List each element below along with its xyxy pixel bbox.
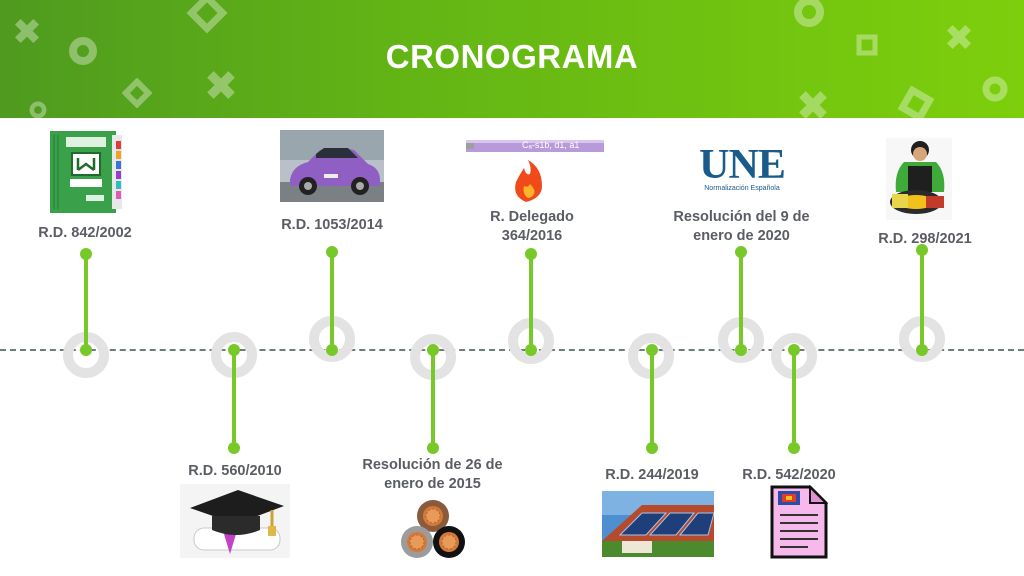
graduation-cap-icon bbox=[180, 484, 290, 558]
cable-fire-icon bbox=[466, 140, 604, 202]
event-label-resolucion-2015: Resolución de 26 de enero de 2015 bbox=[362, 457, 503, 492]
une-tagline: Normalización Española bbox=[704, 185, 780, 192]
square-icon bbox=[186, 0, 228, 34]
event-label-resolucion-2020: Resolución del 9 de enero de 2020 bbox=[673, 209, 810, 244]
electric-car-image bbox=[280, 130, 384, 202]
timeline-stem bbox=[84, 254, 88, 350]
timeline-dot bbox=[735, 246, 747, 258]
timeline-dot bbox=[228, 442, 240, 454]
cross-icon bbox=[207, 71, 235, 99]
cross-icon bbox=[946, 24, 972, 50]
ring-icon bbox=[982, 76, 1008, 102]
timeline-dot bbox=[326, 246, 338, 258]
timeline-dot bbox=[427, 442, 439, 454]
header-banner: CRONOGRAMA bbox=[0, 0, 1024, 118]
document-icon bbox=[770, 485, 828, 559]
square-icon bbox=[856, 34, 878, 56]
event-label-rd-542-2020: R.D. 542/2020 bbox=[742, 467, 836, 483]
timeline-dot bbox=[646, 344, 658, 356]
timeline-stem bbox=[330, 252, 334, 350]
timeline-stem bbox=[650, 350, 654, 448]
timeline-dot bbox=[916, 244, 928, 256]
timeline-dot bbox=[788, 442, 800, 454]
timeline-dot bbox=[427, 344, 439, 356]
mechanic-icon bbox=[886, 138, 952, 220]
svg-text:UNE: UNE bbox=[699, 142, 785, 188]
timeline-dot bbox=[735, 344, 747, 356]
timeline-stem bbox=[792, 350, 796, 448]
event-label-rd-244-2019: R.D. 244/2019 bbox=[605, 467, 699, 483]
timeline-stem bbox=[739, 252, 743, 350]
timeline-dot bbox=[80, 344, 92, 356]
cross-icon bbox=[29, 101, 47, 118]
timeline-stem bbox=[431, 350, 435, 448]
timeline-dot bbox=[525, 248, 537, 260]
event-label-rd-842-2002: R.D. 842/2002 bbox=[38, 225, 132, 241]
page-title: CRONOGRAMA bbox=[385, 38, 639, 75]
cable-class-text: Cₐ-s1b, d1, a1 bbox=[522, 140, 580, 150]
timeline-dot bbox=[228, 344, 240, 356]
une-logo: UNE bbox=[699, 142, 786, 188]
diamond-icon bbox=[897, 85, 935, 118]
diamond-icon bbox=[122, 78, 152, 108]
rebt-book-icon bbox=[50, 131, 122, 213]
event-label-rd-298-2021: R.D. 298/2021 bbox=[878, 231, 972, 247]
timeline-stem bbox=[529, 254, 533, 350]
event-label-rd-1053-2014: R.D. 1053/2014 bbox=[281, 217, 383, 233]
timeline-dot bbox=[646, 442, 658, 454]
timeline-dot bbox=[326, 344, 338, 356]
ring-icon bbox=[69, 37, 97, 65]
timeline-dot bbox=[788, 344, 800, 356]
timeline-stem bbox=[920, 250, 924, 350]
timeline-dot bbox=[525, 344, 537, 356]
event-label-r-delegado-364-2016: R. Delegado 364/2016 bbox=[490, 209, 574, 244]
cross-icon bbox=[799, 91, 827, 118]
solar-panels-image bbox=[602, 491, 714, 557]
timeline-stem bbox=[232, 350, 236, 448]
timeline-dot bbox=[80, 248, 92, 260]
cable-cross-section-icon bbox=[401, 500, 465, 558]
ring-icon bbox=[794, 0, 824, 27]
cross-icon bbox=[14, 18, 40, 44]
timeline-dot bbox=[916, 344, 928, 356]
event-label-rd-560-2010: R.D. 560/2010 bbox=[188, 463, 282, 479]
